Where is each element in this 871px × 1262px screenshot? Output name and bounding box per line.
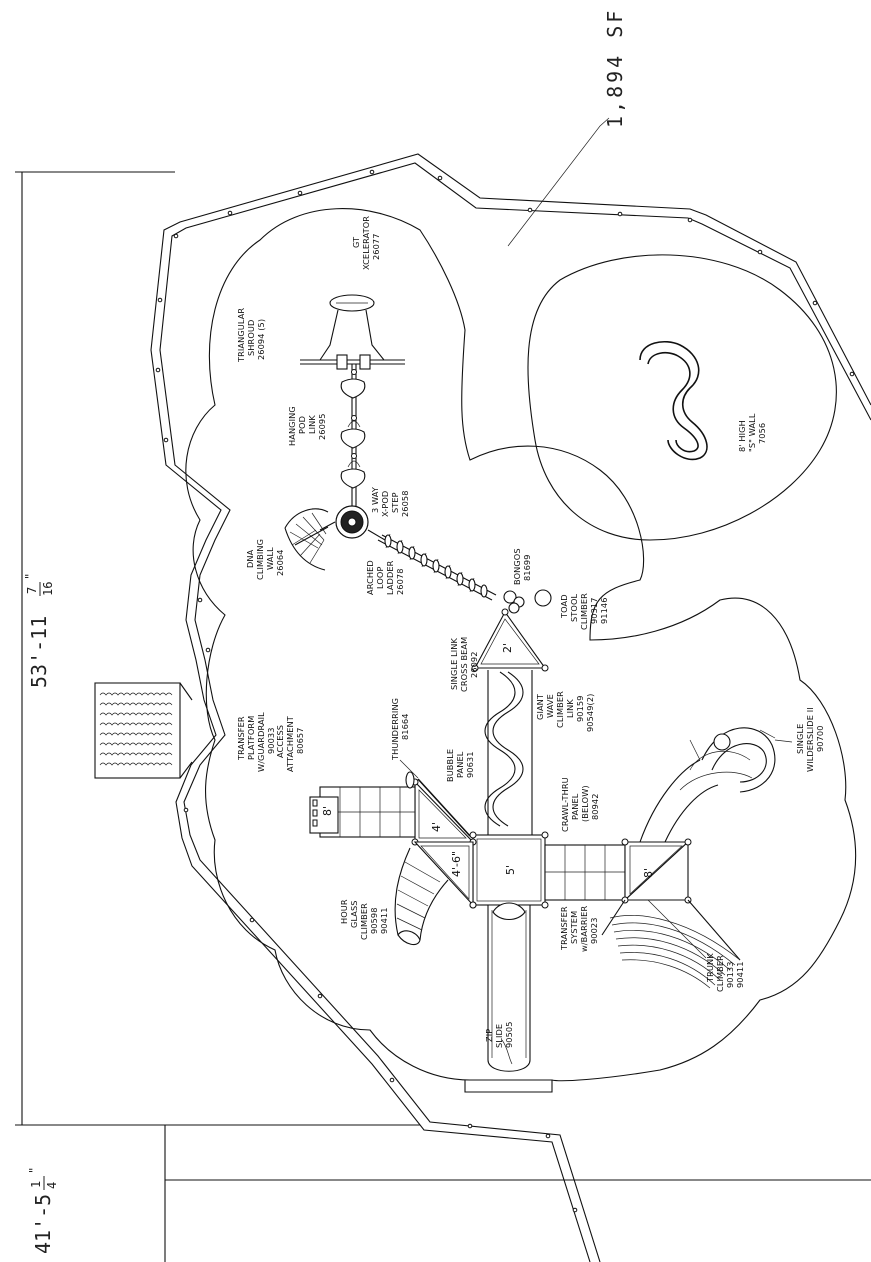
curb-border bbox=[150, 153, 871, 1262]
width-dimension-text: 53'-11 bbox=[27, 616, 51, 688]
label-zip-slide: ZIP SLIDE 90505 bbox=[484, 1021, 514, 1048]
bubble-panel bbox=[417, 778, 471, 837]
depth-dimension-text: 41'-5 bbox=[31, 1194, 55, 1254]
gt-xcelerator bbox=[300, 294, 405, 370]
depth-inch-mark: " bbox=[27, 1167, 41, 1174]
giant-wave-climber bbox=[484, 670, 533, 835]
label-access-attachment: ACCESS ATTACHMENT 80657 bbox=[275, 713, 305, 772]
label-trunk-climber: TRUNK CLIMBER 90133 90411 bbox=[705, 951, 745, 992]
deck-4ft-6in-label: 4'-6" bbox=[450, 851, 463, 877]
deck-8ft-side-label: 8' bbox=[321, 806, 334, 816]
zip-slide bbox=[487, 902, 531, 1072]
label-3way-xpod-step: 3 WAY X-POD STEP 26058 bbox=[370, 484, 410, 517]
deck-8ft: 8' bbox=[621, 838, 692, 904]
width-fraction-numerator: 7 bbox=[25, 587, 39, 594]
label-transfer-system: TRANSFER SYSTEM w/BARRIER 90023 bbox=[559, 903, 599, 952]
dimension-depth: 41'-5 1 4 " bbox=[27, 1125, 871, 1262]
dna-climbing-wall bbox=[284, 508, 329, 571]
three-way-xpod-step bbox=[319, 505, 386, 541]
deck-2ft: 2' bbox=[471, 608, 549, 672]
single-wilderslide bbox=[639, 727, 776, 843]
deck-4ft-label: 4' bbox=[430, 822, 443, 832]
label-crawl-thru-panel: CRAWL-THRU PANEL (BELOW) 80942 bbox=[560, 775, 600, 832]
hour-glass-climber bbox=[394, 847, 449, 946]
dimension-width: 53'-11 7 16 " bbox=[15, 171, 420, 1126]
thunderring bbox=[405, 771, 415, 789]
hanging-pod-link bbox=[340, 364, 366, 510]
label-arched-loop-ladder: ARCHED LOOP LADDER 26078 bbox=[365, 557, 405, 595]
deck-2ft-label: 2' bbox=[501, 643, 514, 653]
toad-stool bbox=[534, 589, 552, 607]
deck-4ft-6in: 4'-6" bbox=[413, 841, 477, 909]
s-wall bbox=[639, 341, 708, 461]
width-fraction-denominator: 16 bbox=[41, 582, 55, 596]
s-wall-zone bbox=[527, 254, 837, 541]
label-triangular-shroud: TRIANGULAR SHROUD 26094 (5) bbox=[236, 305, 266, 363]
access-attachment: 8' bbox=[309, 796, 339, 834]
depth-fraction-denominator: 4 bbox=[45, 1182, 59, 1189]
label-single-wilderslide: SINGLE WILDERSLIDE II 90700 bbox=[795, 705, 825, 772]
labels: GT XCELERATOR 26077 TRIANGULAR SHROUD 26… bbox=[236, 213, 825, 1048]
label-giant-wave-climber: GIANT WAVE CLIMBER LINK 90159 90549(2) bbox=[535, 688, 595, 732]
label-toad-stool-climber: TOAD STOOL CLIMBER 90317 91146 bbox=[559, 590, 609, 630]
depth-fraction-numerator: 1 bbox=[29, 1181, 43, 1188]
transfer-system bbox=[544, 844, 626, 901]
deck-5ft-label: 5' bbox=[504, 865, 517, 875]
width-inch-mark: " bbox=[23, 573, 37, 580]
label-thunderring: THUNDERRING 81664 bbox=[390, 695, 410, 761]
label-s-wall: 8' HIGH "S" WALL 7056 bbox=[737, 411, 767, 452]
area-callout: 1,894 SF bbox=[507, 8, 627, 247]
label-bongos: BONGOS 81699 bbox=[512, 546, 532, 585]
bongos bbox=[503, 590, 525, 614]
arched-loop-ladder bbox=[377, 533, 497, 601]
label-gt-xcelerator: GT XCELERATOR 26077 bbox=[351, 213, 381, 270]
label-hanging-pod-link: HANGING POD LINK 26095 bbox=[287, 403, 327, 446]
use-zone-boundary bbox=[185, 208, 857, 1093]
label-single-link-cross-beam: SINGLE LINK CROSS BEAM 26092 bbox=[449, 634, 479, 692]
trunk-climber bbox=[601, 899, 741, 989]
deck-4ft: 4' bbox=[411, 778, 477, 846]
deck-8ft-label: 8' bbox=[642, 868, 655, 878]
label-transfer-platform: TRANSFER PLATFORM W/GUARDRAIL 90033 bbox=[236, 709, 276, 772]
area-label: 1,894 SF bbox=[603, 8, 627, 128]
label-bubble-panel: BUBBLE PANEL 90631 bbox=[445, 746, 475, 782]
deck-5ft: 5' bbox=[469, 831, 549, 909]
entry-ramp bbox=[94, 682, 193, 779]
label-dna-climbing-wall: DNA CLIMBING WALL 26064 bbox=[245, 536, 285, 580]
leader-lines bbox=[399, 739, 793, 959]
label-hour-glass-climber: HOUR GLASS CLIMBER 90598 90411 bbox=[339, 897, 389, 940]
